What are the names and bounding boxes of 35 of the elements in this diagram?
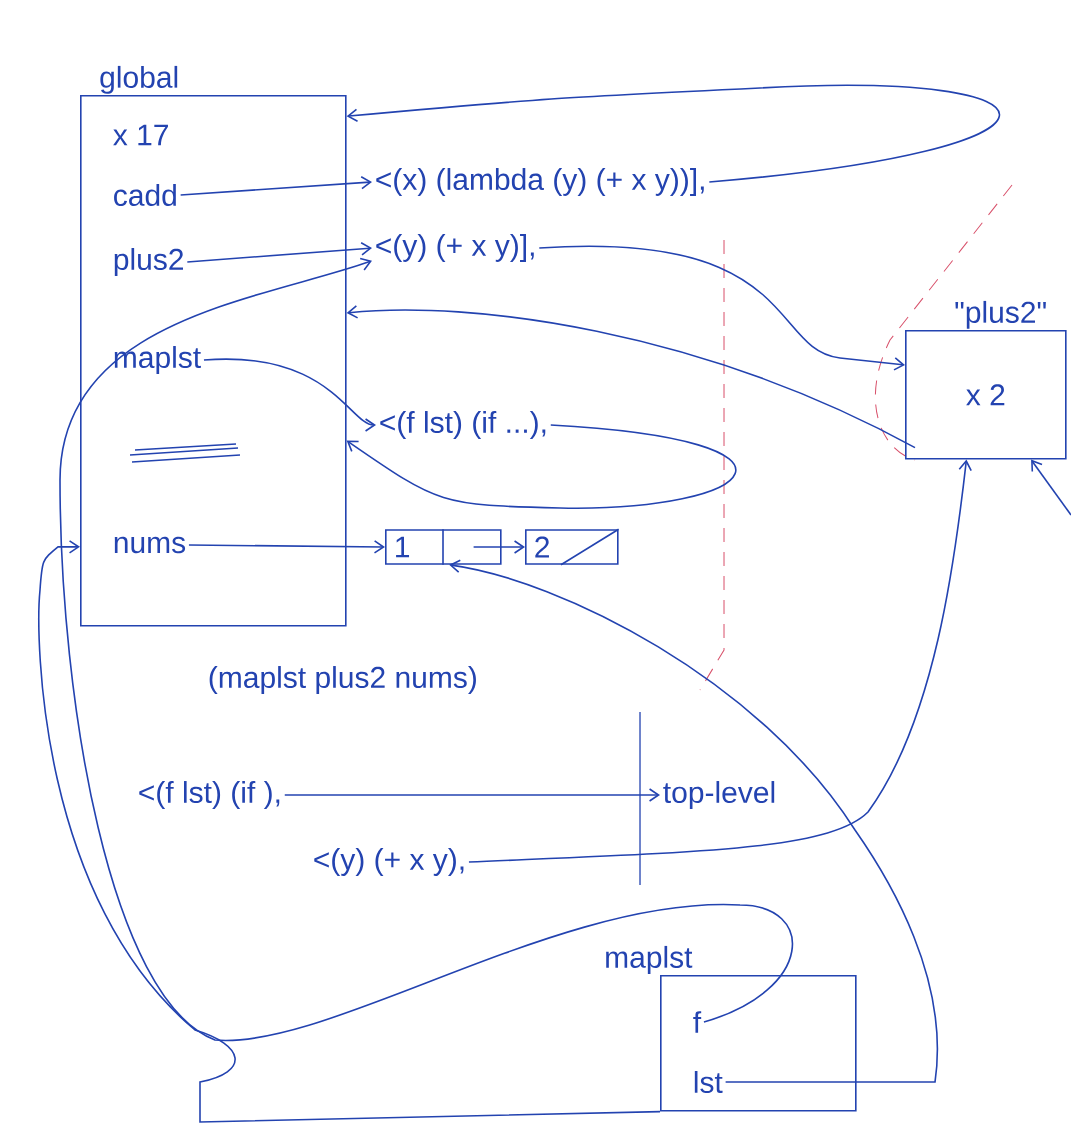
expression-text: <(f lst) (if ), [139,781,280,809]
arrow [346,84,1001,183]
arrow [472,540,525,554]
arrow [203,358,376,432]
binding-text: f [693,1011,702,1033]
arrow [346,424,736,509]
arrow [188,540,385,554]
binding-text: lst [694,1071,723,1094]
arrow [179,175,372,196]
binding-text: cadd [114,184,176,206]
list-cell: 1 [385,528,502,566]
arrow [283,788,660,802]
expression-text: <(y) (+ x y)], [376,234,534,262]
expression-text: (maplst plus2 nums) [209,666,476,694]
arrow [538,245,905,371]
node-label: "plus2" [955,300,1046,329]
arrow [1031,459,1071,516]
binding-text: nums [114,536,186,554]
arrow [186,242,372,263]
arrow [449,559,939,1083]
binding-text: x 17 [113,124,168,146]
expression-text: <(f lst) (if ...), [380,411,546,439]
environment-frame: "plus2" x 2 [905,300,1067,460]
arrow [38,540,661,1123]
arrow [346,305,916,449]
arrow [59,257,793,1041]
expression-text: top-level [663,781,775,809]
node-label: maplst [606,945,693,974]
list-cell: 2 [525,528,620,566]
expression-text: <(x) (lambda (y) (+ x y))], [376,168,704,196]
node-label: global [100,65,178,94]
expression-text: <(y) (+ x y), [314,848,464,876]
arrow [468,459,972,863]
binding-text: plus2 [114,248,183,276]
binding-text: maplst [114,346,201,374]
